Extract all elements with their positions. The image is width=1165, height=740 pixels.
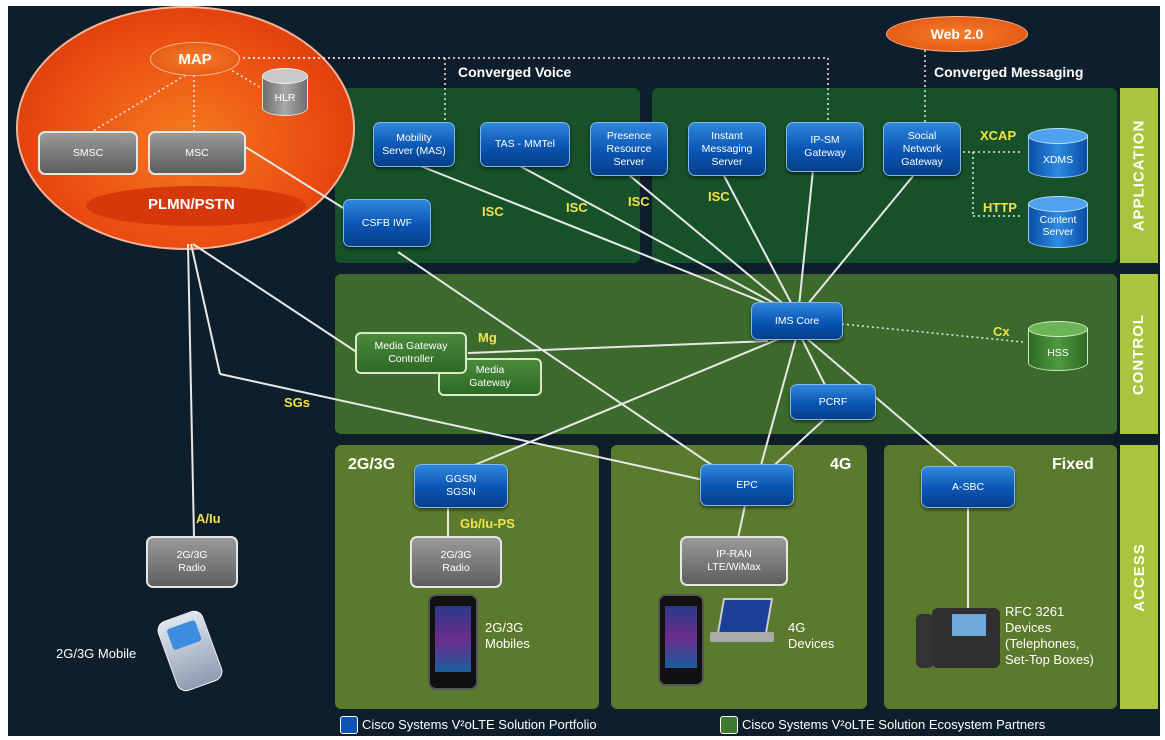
smsc-node: SMSC xyxy=(38,131,138,175)
connections xyxy=(87,50,1024,646)
mobile-2g3g-label: 2G/3G Mobile xyxy=(56,646,137,661)
tas-mmtel: TAS - MMTel xyxy=(480,122,570,167)
content-server-database: Content Server xyxy=(1028,196,1088,248)
pcrf: PCRF xyxy=(790,384,876,420)
radio-2g3g-outside: 2G/3G Radio xyxy=(146,536,238,588)
isc-label-4: ISC xyxy=(708,189,730,204)
gb-iu-ps-label: Gb/Iu-PS xyxy=(460,516,515,531)
cx-label: Cx xyxy=(993,324,1010,339)
media-gateway: Media Gateway xyxy=(438,358,542,396)
hss-database: HSS xyxy=(1028,321,1088,371)
converged-voice-label: Converged Voice xyxy=(458,64,572,80)
laptop-icon xyxy=(710,598,774,648)
xdms-database: XDMS xyxy=(1028,128,1088,178)
smartphone-icon xyxy=(428,594,478,690)
ip-sm-gateway: IP-SM Gateway xyxy=(786,122,864,172)
layer-control: CONTROL xyxy=(1120,274,1158,434)
ims-core: IMS Core xyxy=(751,302,843,340)
radio-2g3g: 2G/3G Radio xyxy=(410,536,502,588)
isc-label-2: ISC xyxy=(566,200,588,215)
ip-ran: IP-RAN LTE/WiMax xyxy=(680,536,788,586)
legend-portfolio-swatch xyxy=(340,716,358,734)
smartphone-4g-icon xyxy=(658,594,704,686)
map-node: MAP xyxy=(150,42,240,76)
web20-node: Web 2.0 xyxy=(886,16,1028,52)
mobiles-label: 2G/3G Mobiles xyxy=(485,620,530,651)
legend-partners: Cisco Systems V²oLTE Solution Ecosystem … xyxy=(742,717,1046,732)
a-iu-label: A/Iu xyxy=(196,511,221,526)
mg-label: Mg xyxy=(478,330,497,345)
ip-phone-icon xyxy=(916,606,1002,670)
mobility-server-mas: Mobility Server (MAS) xyxy=(373,122,455,167)
network-diagram: APPLICATION CONTROL ACCESS xyxy=(8,6,1160,736)
rfc-devices-label: RFC 3261 Devices (Telephones, Set-Top Bo… xyxy=(1005,604,1094,667)
region-4g-label: 4G xyxy=(830,456,852,473)
ggsn-sgsn: GGSN SGSN xyxy=(414,464,508,508)
media-gateway-controller: Media Gateway Controller xyxy=(355,332,467,374)
epc: EPC xyxy=(700,464,794,506)
plmn-label: PLMN/PSTN xyxy=(148,196,235,213)
legend-portfolio: Cisco Systems V²oLTE Solution Portfolio xyxy=(362,717,597,732)
region-2g3g-label: 2G/3G xyxy=(348,456,396,473)
devices-4g-label: 4G Devices xyxy=(788,620,835,651)
converged-messaging-label: Converged Messaging xyxy=(934,64,1084,80)
isc-label-3: ISC xyxy=(628,194,650,209)
hlr-database: HLR xyxy=(262,68,308,116)
a-sbc: A-SBC xyxy=(921,466,1015,508)
csfb-iwf: CSFB IWF xyxy=(343,199,431,247)
xcap-label: XCAP xyxy=(980,128,1017,143)
presence-resource-server: Presence Resource Server xyxy=(590,122,668,176)
legend-partners-swatch xyxy=(720,716,738,734)
sgs-label: SGs xyxy=(284,395,311,410)
layer-access: ACCESS xyxy=(1120,445,1158,709)
region-fixed-label: Fixed xyxy=(1052,456,1094,473)
social-network-gateway: Social Network Gateway xyxy=(883,122,961,176)
instant-messaging-server: Instant Messaging Server xyxy=(688,122,766,176)
isc-label-1: ISC xyxy=(482,204,504,219)
layer-application: APPLICATION xyxy=(1120,88,1158,263)
plmn-base xyxy=(86,186,306,226)
msc-node: MSC xyxy=(148,131,246,175)
http-label: HTTP xyxy=(983,200,1017,215)
